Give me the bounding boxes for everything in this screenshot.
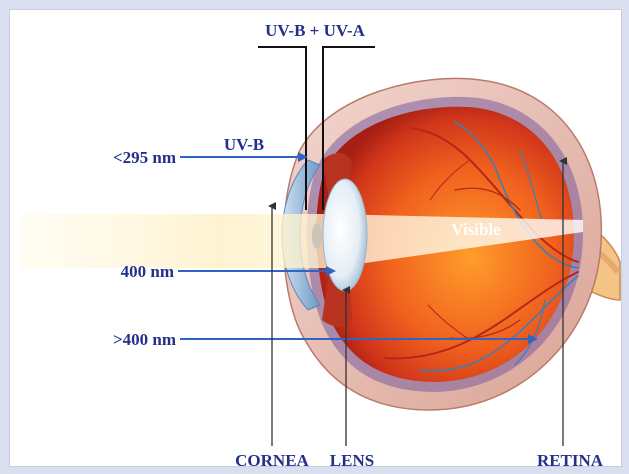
label-over-400nm: >400 nm <box>113 330 176 349</box>
label-visible: Visible <box>451 220 501 239</box>
label-295nm: <295 nm <box>113 148 176 167</box>
label-uvb-uva: UV-B + UV-A <box>265 21 365 40</box>
label-lens: LENS <box>330 451 374 470</box>
label-retina: RETINA <box>537 451 604 470</box>
label-cornea: CORNEA <box>235 451 309 470</box>
lens <box>323 179 367 291</box>
label-uvb: UV-B <box>224 135 264 154</box>
label-400nm: 400 nm <box>121 262 174 281</box>
